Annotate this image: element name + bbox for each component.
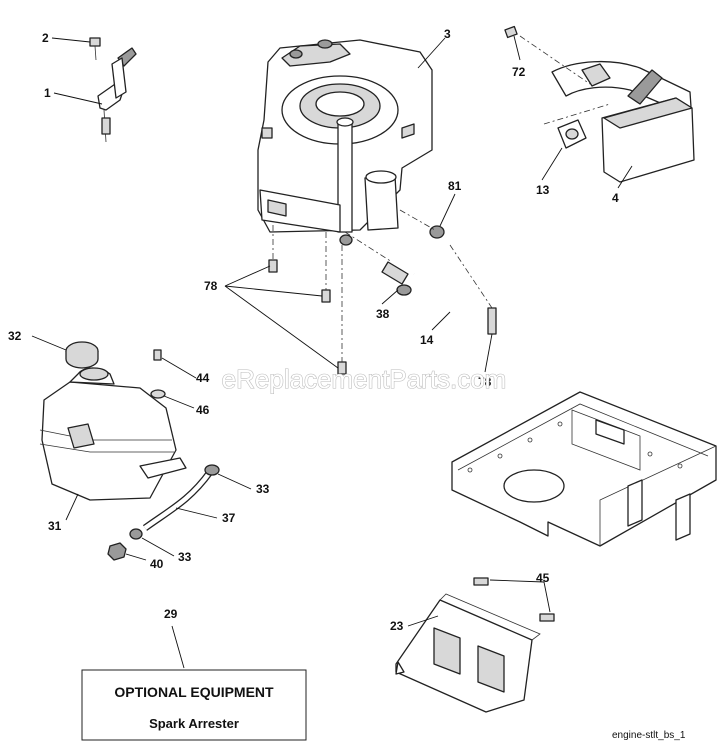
watermark: eReplacementParts.com bbox=[222, 364, 507, 394]
callout-33-lower: 33 bbox=[178, 550, 192, 564]
callout-29: 29 bbox=[164, 607, 178, 621]
tractor-frame bbox=[451, 391, 717, 547]
engine bbox=[257, 39, 433, 246]
callout-37: 37 bbox=[222, 511, 236, 525]
tank-fuel-line bbox=[107, 464, 220, 561]
callout-78-left: 78 bbox=[204, 279, 218, 293]
callout-45: 45 bbox=[536, 571, 550, 585]
fuel-tank-assembly bbox=[39, 341, 187, 501]
callout-72: 72 bbox=[512, 65, 526, 79]
callout-labels: 2 1 3 72 13 4 81 78 38 14 78 32 44 46 31… bbox=[8, 27, 619, 633]
throttle-control-assembly bbox=[89, 37, 137, 143]
callout-78-right: 78 bbox=[478, 375, 492, 389]
callout-33-upper: 33 bbox=[256, 482, 270, 496]
callout-23: 23 bbox=[390, 619, 404, 633]
fuel-line-assembly bbox=[344, 209, 461, 361]
callout-leaders bbox=[31, 35, 633, 669]
diagram-code: engine-stlt_bs_1 bbox=[612, 730, 686, 741]
heat-shield-assembly bbox=[395, 577, 555, 713]
callout-14: 14 bbox=[420, 333, 434, 347]
callout-4: 4 bbox=[612, 191, 619, 205]
callout-2: 2 bbox=[42, 31, 49, 45]
callout-32: 32 bbox=[8, 329, 22, 343]
callout-46: 46 bbox=[196, 403, 210, 417]
optional-equipment-subtitle: Spark Arrester bbox=[149, 716, 239, 731]
muffler-assembly bbox=[504, 25, 695, 183]
callout-38: 38 bbox=[376, 307, 390, 321]
callout-40: 40 bbox=[150, 557, 164, 571]
callout-3: 3 bbox=[444, 27, 451, 41]
callout-13: 13 bbox=[536, 183, 550, 197]
callout-31: 31 bbox=[48, 519, 62, 533]
optional-equipment-title: OPTIONAL EQUIPMENT bbox=[114, 684, 274, 700]
callout-44: 44 bbox=[196, 371, 210, 385]
callout-1: 1 bbox=[44, 86, 51, 100]
optional-equipment-box: OPTIONAL EQUIPMENT Spark Arrester bbox=[81, 669, 307, 741]
callout-81: 81 bbox=[448, 179, 462, 193]
engine-bolts bbox=[268, 225, 497, 375]
